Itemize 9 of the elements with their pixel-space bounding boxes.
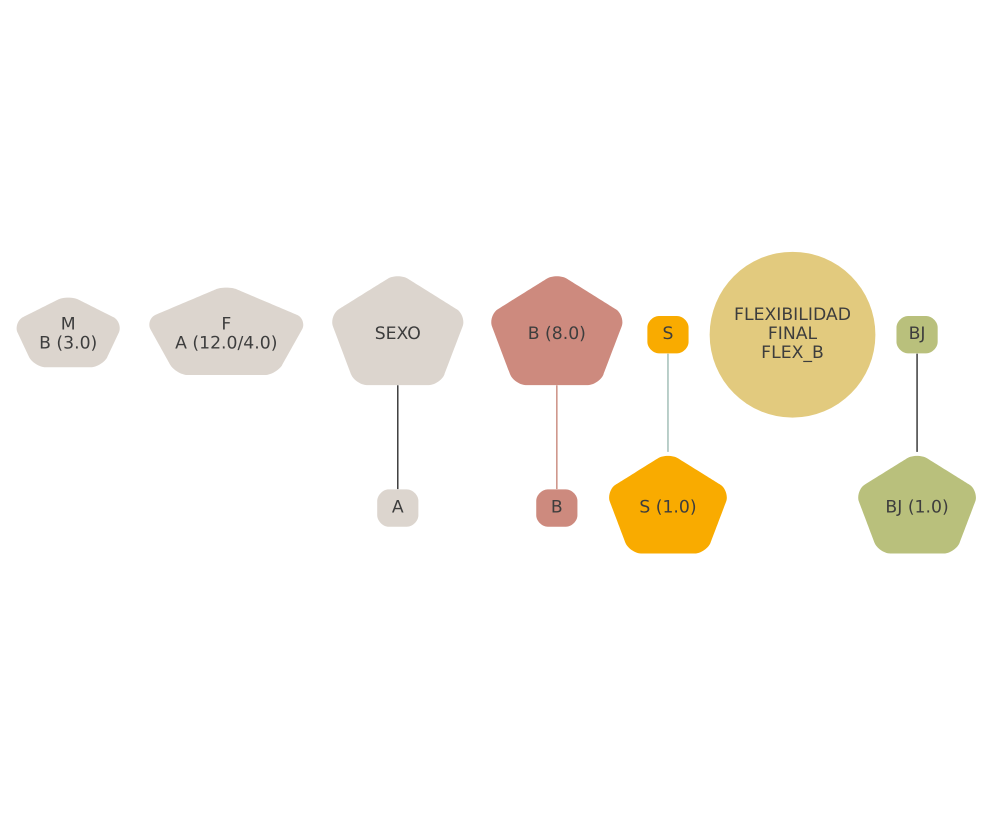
node-box: S [647, 316, 689, 354]
node-circle: FLEXIBILIDAD FINAL FLEX_B [710, 252, 876, 418]
node-box: BJ [896, 316, 938, 354]
connector [397, 385, 398, 490]
connector [916, 354, 918, 452]
node-box: A [377, 489, 418, 527]
connector [556, 385, 558, 490]
node-box: B [536, 489, 578, 527]
connector [667, 354, 669, 452]
